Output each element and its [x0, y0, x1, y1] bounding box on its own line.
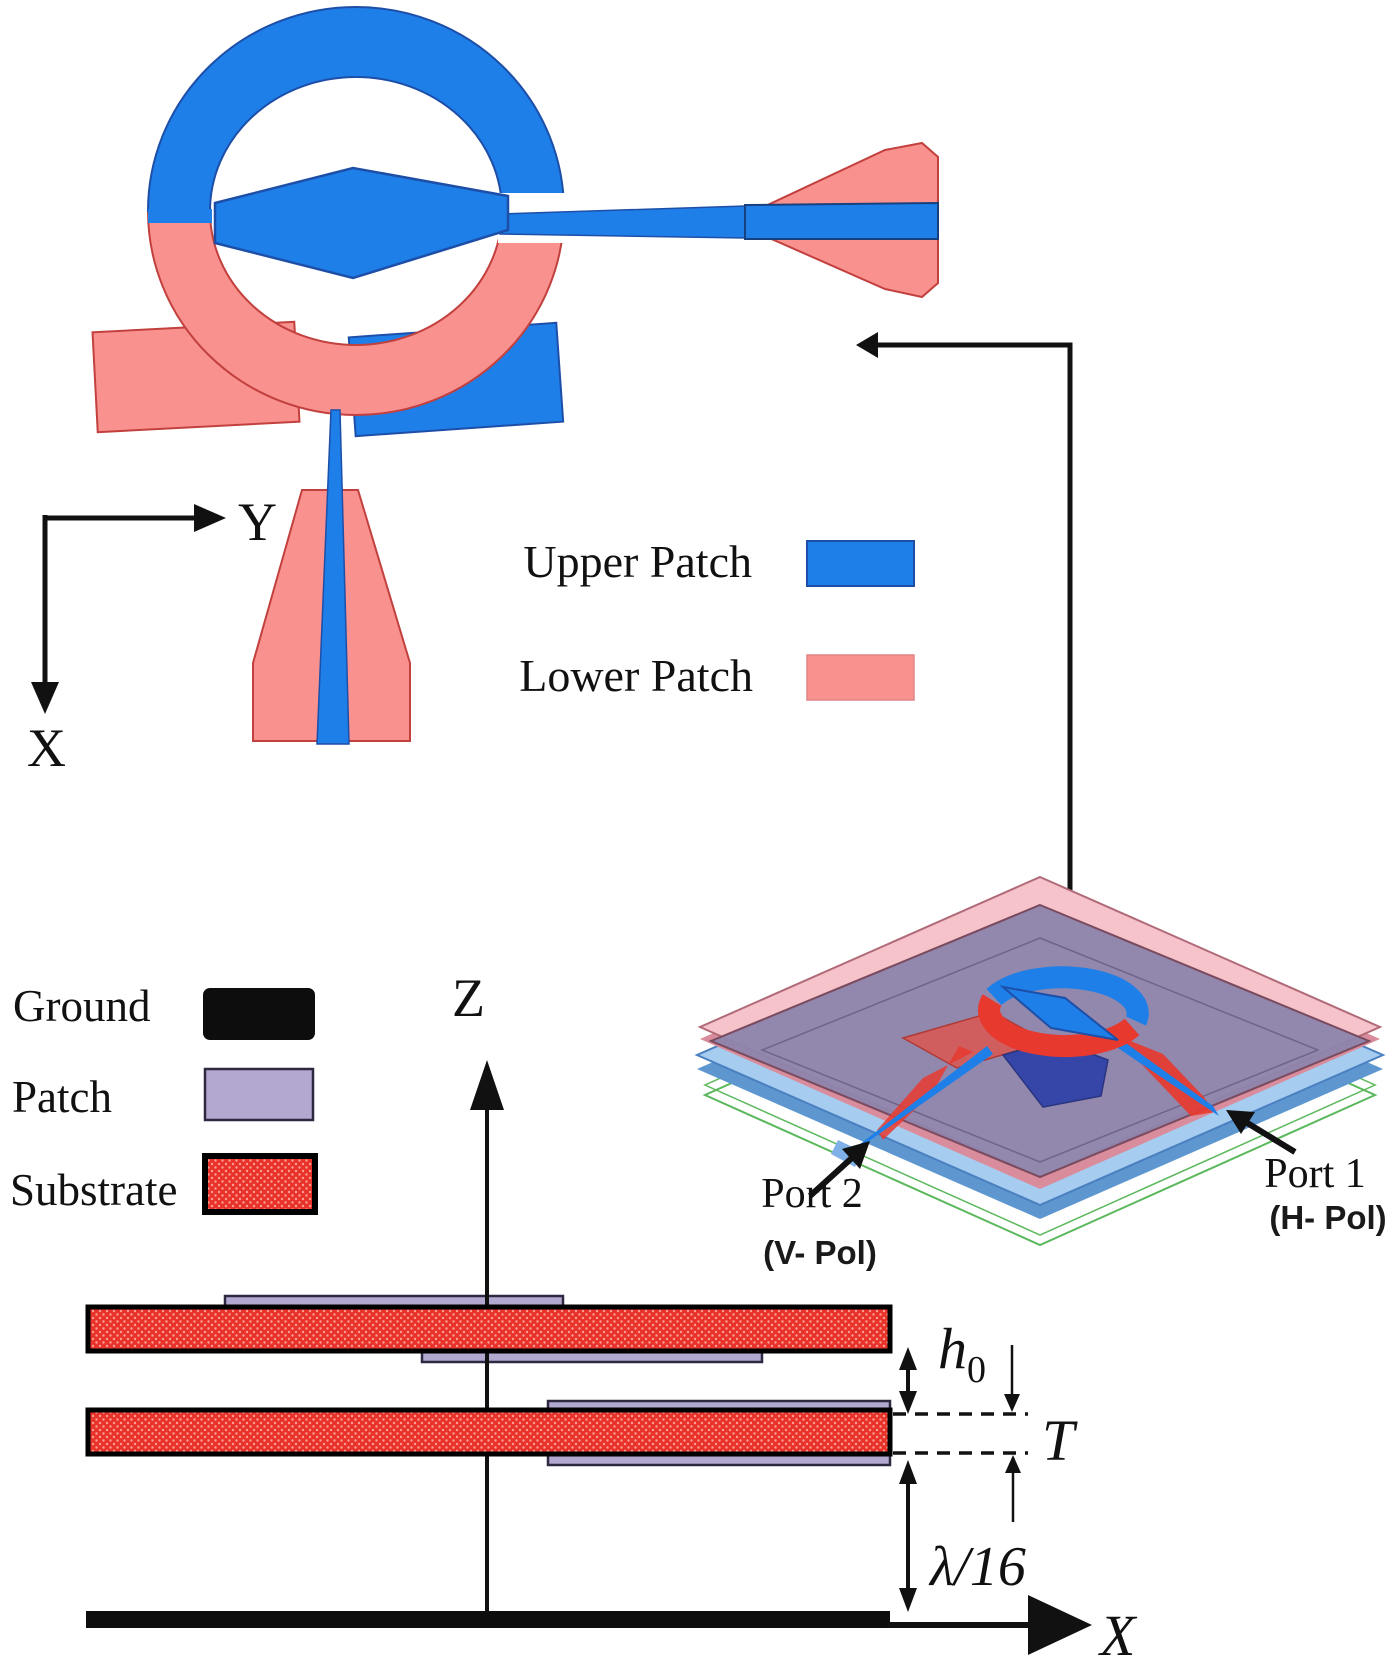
lower-patch-legend-label: Lower Patch [519, 650, 753, 701]
h0-arrow-down-icon [899, 1391, 917, 1414]
x-axis-label: X [27, 718, 66, 778]
lambda-label: λ/16 [928, 1536, 1026, 1598]
z-axis-label: Z [452, 968, 485, 1028]
y-axis-label: Y [238, 492, 277, 552]
iso-center-lens [999, 985, 1119, 1041]
patch-legend: Upper Patch Lower Patch [519, 536, 915, 701]
view-link-arrowhead-icon [856, 332, 878, 358]
port2-arrow-line [807, 1153, 857, 1199]
iso-inner-outline [759, 937, 1321, 1163]
iso-view: Port 1 (H- Pol) Port 2 (V- Pol) [694, 875, 1387, 1271]
ring-slit-top [498, 193, 574, 213]
patch-legend-swatch [203, 1067, 315, 1122]
port1-pol-label: (H- Pol) [1269, 1199, 1386, 1236]
port1-label: Port 1 [1264, 1151, 1366, 1197]
upper-patch-legend-swatch [806, 540, 915, 587]
lower-patch-legend-swatch [806, 654, 915, 701]
top-view-axes: Y X [27, 492, 277, 778]
side-x-axis-label: X [1098, 1603, 1138, 1661]
port2-arrowhead-icon [842, 1141, 870, 1169]
t-label: T [1042, 1408, 1078, 1473]
ground-legend-swatch [203, 988, 315, 1040]
side-view: Z h0 T λ/16 X [85, 968, 1138, 1661]
port1-arrow-line [1242, 1118, 1297, 1155]
h0-label: h0 [938, 1316, 986, 1391]
patch-legend-label: Patch [12, 1072, 112, 1122]
h0-label-sub: 0 [967, 1349, 986, 1391]
iso-port2-feed-line [849, 1046, 993, 1155]
upper-patch-legend-label: Upper Patch [523, 536, 752, 587]
upper-ring-left-extension [148, 209, 212, 223]
upper-patch-half-ring [146, 6, 566, 212]
iso-antenna-motif [831, 966, 1219, 1167]
ground-bar [86, 1611, 890, 1628]
ground-legend-label: Ground [13, 981, 150, 1031]
right-feed-microstrip-wide [744, 201, 939, 240]
port1-arrowhead-icon [1226, 1110, 1255, 1134]
substrate-legend-swatch [202, 1153, 318, 1215]
x-axis-arrowhead-icon [31, 682, 59, 714]
iso-port1-feed-line [1103, 1028, 1219, 1116]
iso-blue-half-ring [986, 966, 1149, 1026]
center-lens-patch [213, 166, 510, 280]
t-pointer-up-icon [1005, 1455, 1021, 1473]
substrate-legend-label: Substrate [10, 1165, 177, 1215]
bottom-feed-microstrip [316, 409, 350, 745]
substrate1-bar [85, 1304, 893, 1354]
side-x-axis-arrowhead-icon [1028, 1595, 1092, 1655]
y-axis-arrowhead-icon [194, 504, 226, 532]
ring-slit-bottom [498, 234, 568, 243]
t-pointer-down-icon [1004, 1394, 1020, 1412]
view-link-arrow [856, 332, 1073, 962]
z-axis-arrowhead-icon [470, 1060, 504, 1110]
port2-label: Port 2 [761, 1171, 863, 1217]
layer-legend: Ground Patch Substrate [10, 981, 318, 1215]
lambda-arrow-down-icon [899, 1588, 917, 1612]
top-view [91, 6, 939, 745]
view-link-line [874, 342, 1073, 962]
lambda-arrow-up-icon [899, 1460, 917, 1484]
port2-pol-label: (V- Pol) [763, 1234, 877, 1271]
substrate2-bar [85, 1407, 893, 1457]
h0-arrow-up-icon [899, 1347, 917, 1370]
h0-label-base: h [938, 1316, 967, 1381]
